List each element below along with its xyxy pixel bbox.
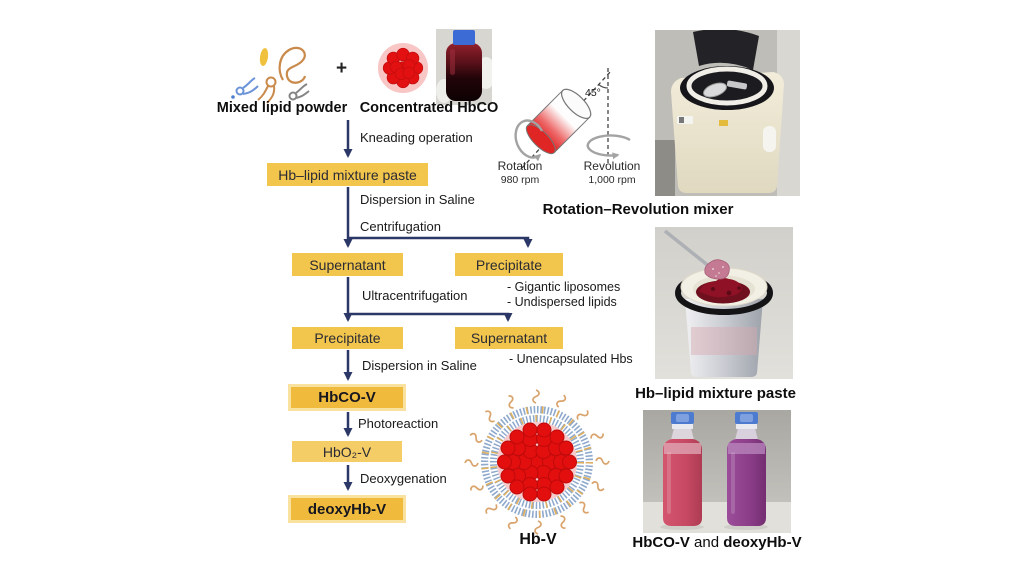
- mixer-caption: Rotation–Revolution mixer: [542, 201, 734, 218]
- step-deoxygenation: Deoxygenation: [360, 471, 447, 486]
- rotation-label: Rotation 980 rpm: [486, 159, 554, 186]
- byproduct-unencapsulated-hbs: - Unencapsulated Hbs: [509, 352, 633, 366]
- revolution-text: Revolution: [583, 159, 641, 173]
- rotation-text: Rotation: [497, 159, 543, 173]
- lipid-bilayer-membrane: [481, 406, 593, 518]
- mixed-lipid-powder-label: Mixed lipid powder: [216, 100, 348, 116]
- angle-arc: [598, 83, 609, 89]
- hb-molecules: [497, 422, 577, 502]
- deoxyhb-v-bottle: [727, 412, 766, 526]
- box-deoxyhb-v: deoxyHb-V: [288, 495, 406, 523]
- hbco-bottle-photo: [436, 29, 492, 105]
- bottles-caption: HbCO-V and deoxyHb-V: [628, 534, 806, 551]
- bottles-photo: [643, 410, 791, 533]
- revolution-arrow: [586, 134, 631, 160]
- hbv-caption: Hb-V: [519, 531, 557, 548]
- byproduct-undispersed-lipids: - Undispersed lipids: [507, 295, 617, 309]
- angle-value: 45°: [585, 87, 601, 99]
- box-supernatant-2: Supernatant: [455, 327, 563, 349]
- concentrated-hbco-label: Concentrated HbCO: [359, 100, 499, 116]
- mixer-machine-photo: [655, 30, 800, 196]
- paste-container-photo: [655, 227, 793, 379]
- step-dispersion-1: Dispersion in Saline: [360, 192, 475, 207]
- hbv-liposome-illustration: [464, 389, 610, 535]
- box-hbco-v: HbCO-V: [288, 384, 406, 411]
- hbco-cluster-icon: [377, 42, 429, 94]
- byproduct-gigantic-liposomes: - Gigantic liposomes: [507, 280, 621, 294]
- step-photoreaction: Photoreaction: [358, 416, 439, 431]
- mixed-lipid-powder-icon: [231, 46, 310, 104]
- revolution-rpm: 1,000 rpm: [588, 173, 636, 186]
- step-ultracentrifugation: Ultracentrifugation: [362, 288, 468, 303]
- box-precipitate-2: Precipitate: [292, 327, 403, 349]
- step-kneading: Kneading operation: [360, 130, 473, 145]
- step-centrifugation: Centrifugation: [360, 219, 441, 234]
- rotation-rpm: 980 rpm: [500, 173, 540, 186]
- bottles-caption-deoxyhbv: deoxyHb-V: [723, 534, 802, 551]
- mixer-cylinder: [525, 88, 592, 155]
- rotation-arrow: [514, 119, 544, 162]
- spatula: [663, 229, 717, 273]
- box-hbo2-v: HbO₂-V: [292, 441, 402, 462]
- bottles-caption-and: and: [689, 534, 724, 551]
- mixer-diagram: [514, 68, 631, 169]
- box-hb-lipid-paste: Hb–lipid mixture paste: [267, 163, 428, 186]
- revolution-label: Revolution 1,000 rpm: [575, 159, 649, 186]
- paste-caption: Hb–lipid mixture paste: [635, 385, 796, 402]
- bottles-caption-hbcov: HbCO-V: [632, 534, 690, 551]
- box-supernatant-1: Supernatant: [292, 253, 403, 276]
- box-precipitate-1: Precipitate: [455, 253, 563, 276]
- hbco-v-bottle: [663, 412, 702, 526]
- step-dispersion-2: Dispersion in Saline: [362, 358, 477, 373]
- plus-sign: +: [336, 58, 348, 79]
